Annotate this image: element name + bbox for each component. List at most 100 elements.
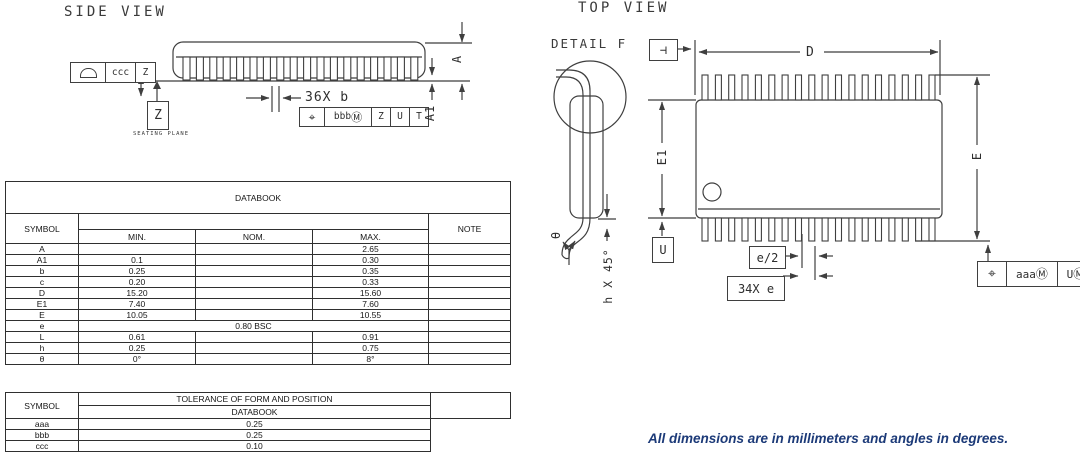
cell: 10.05 — [78, 309, 196, 321]
cell: 15.60 — [312, 287, 429, 299]
cell: 0.33 — [312, 276, 429, 288]
cell: 8° — [312, 353, 429, 365]
cell: 0.25 — [78, 342, 196, 354]
cell — [195, 298, 313, 310]
dim-a1-label: A1 — [423, 104, 437, 122]
cell — [195, 254, 313, 266]
cell — [427, 287, 512, 299]
cell — [427, 243, 512, 255]
cell: 0.10 — [78, 440, 431, 452]
cell: A1 — [5, 254, 79, 266]
cell: 0.35 — [312, 265, 429, 277]
cell — [427, 331, 512, 343]
side-view-title: SIDE VIEW — [64, 4, 167, 20]
detail-f-title: DETAIL F — [551, 36, 628, 51]
col-max: MAX. — [312, 229, 429, 244]
fcf-datum: Z — [372, 108, 391, 126]
cell — [195, 342, 313, 354]
cell: h — [5, 342, 79, 354]
cell: 2.65 — [312, 243, 429, 255]
dim-e-label: E — [970, 151, 984, 161]
col-symbol: SYMBOL — [5, 392, 79, 419]
cell: L — [5, 331, 79, 343]
cell: 0.1 — [78, 254, 196, 266]
tolerance-subheader: DATABOOK — [78, 405, 431, 419]
cell: c — [5, 276, 79, 288]
cell: 0.75 — [312, 342, 429, 354]
cell: 0.25 — [78, 265, 196, 277]
cell — [195, 276, 313, 288]
cell: e — [5, 320, 79, 332]
note-column — [430, 392, 511, 419]
cell — [195, 331, 313, 343]
header-strip — [78, 213, 429, 230]
cell: 0.20 — [78, 276, 196, 288]
cell — [427, 276, 512, 288]
flatness-fcf: ccc Z — [70, 62, 156, 83]
half-pitch-box: e/2 — [749, 246, 786, 269]
profile-symbol-icon — [71, 63, 106, 82]
theta-angle-label: θ — [549, 230, 563, 240]
col-symbol: SYMBOL — [5, 213, 79, 244]
cell: bbb — [5, 429, 79, 441]
databook-table-title: DATABOOK — [4, 181, 512, 214]
col-note: NOTE — [427, 213, 512, 244]
fcf-datum: U — [391, 108, 410, 126]
dim-d-label: D — [806, 45, 815, 60]
cell: b — [5, 265, 79, 277]
cell: 15.20 — [78, 287, 196, 299]
fcf-datum: Z — [142, 66, 149, 78]
cell — [195, 287, 313, 299]
chamfer-label: h X 45° — [601, 248, 615, 304]
cell — [195, 265, 313, 277]
cell: 7.40 — [78, 298, 196, 310]
cell — [195, 243, 313, 255]
cell: E — [5, 309, 79, 321]
cell: D — [5, 287, 79, 299]
cell — [427, 265, 512, 277]
cell: 0.61 — [78, 331, 196, 343]
cell: 0.80 BSC — [78, 320, 429, 332]
fcf-datum: T — [416, 111, 422, 123]
cell: ccc — [5, 440, 79, 452]
position-symbol-icon: ⌖ — [978, 262, 1007, 286]
position-symbol-icon: ⌖ — [300, 108, 325, 126]
cell — [195, 353, 313, 365]
datum-t-box: ⊣ — [649, 39, 678, 61]
lead-width-dim-label: 36X b — [305, 90, 350, 105]
cell — [427, 298, 512, 310]
cell: 0.30 — [312, 254, 429, 266]
dim-e1-label: E1 — [655, 148, 669, 166]
tolerance-table: SYMBOL TOLERANCE OF FORM AND POSITION DA… — [5, 392, 511, 452]
fcf-tolerance: ccc — [106, 63, 136, 82]
seating-plane-label: SEATING PLANE — [133, 131, 190, 137]
cell: E1 — [5, 298, 79, 310]
top-view-title: TOP VIEW — [578, 0, 670, 16]
cell: aaa — [5, 418, 79, 430]
cell — [427, 254, 512, 266]
col-nom: NOM. — [195, 229, 313, 244]
cell: 0.91 — [312, 331, 429, 343]
pitch-dim-box: 34X e — [727, 276, 785, 301]
cell: 0.25 — [78, 418, 431, 430]
